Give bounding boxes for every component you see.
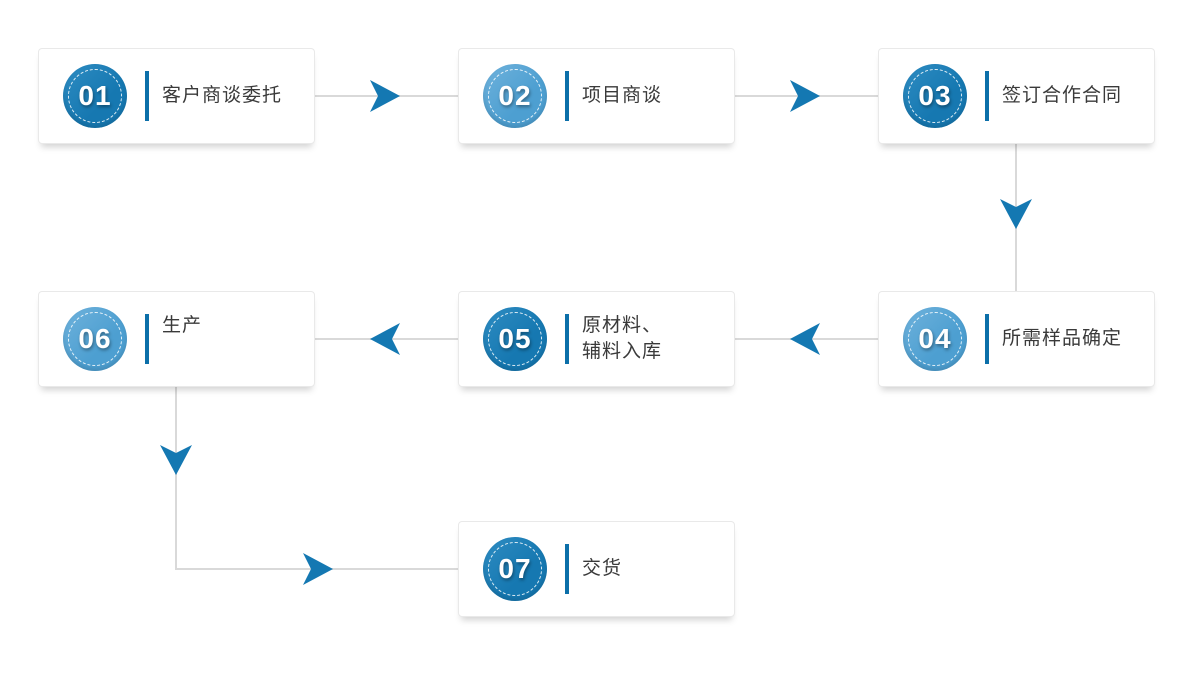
dashed-ring (488, 542, 542, 596)
flow-step-2: 02 项目商谈 (458, 48, 735, 144)
arrow-right-icon (790, 80, 820, 112)
connector-line-06-down (175, 387, 177, 569)
flow-step-1: 01 客户商谈委托 (38, 48, 315, 144)
dashed-ring (488, 69, 542, 123)
arrow-left-icon (370, 323, 400, 355)
step-number: 04 (918, 323, 952, 354)
step-number-badge: 01 (63, 64, 127, 128)
flow-step-5: 05 原材料、 辅料入库 (458, 291, 735, 387)
vertical-divider (985, 71, 989, 121)
vertical-divider (565, 71, 569, 121)
flow-step-4: 04 所需样品确定 (878, 291, 1155, 387)
dashed-ring (908, 312, 962, 366)
step-number: 01 (78, 80, 112, 111)
step-number-badge: 06 (63, 307, 127, 371)
vertical-divider (565, 314, 569, 364)
arrow-down-icon (160, 445, 192, 475)
step-label: 项目商谈 (582, 85, 663, 106)
arrow-right-icon (303, 553, 333, 585)
arrow-down-icon (1000, 199, 1032, 229)
step-label: 交货 (582, 558, 623, 579)
arrow-left-icon (790, 323, 820, 355)
dashed-ring (908, 69, 962, 123)
step-number-badge: 04 (903, 307, 967, 371)
step-number: 05 (498, 323, 532, 354)
step-number: 02 (498, 80, 532, 111)
vertical-divider (145, 314, 149, 364)
step-label: 所需样品确定 (1002, 328, 1123, 349)
flow-step-3: 03 签订合作合同 (878, 48, 1155, 144)
step-label: 生产 (162, 315, 203, 336)
vertical-divider (145, 71, 149, 121)
step-number: 07 (498, 553, 532, 584)
step-number-badge: 02 (483, 64, 547, 128)
dashed-ring (488, 312, 542, 366)
flow-step-6: 06 生产 (38, 291, 315, 387)
step-label: 签订合作合同 (1002, 85, 1123, 106)
arrow-right-icon (370, 80, 400, 112)
step-label: 原材料、 辅料入库 (582, 315, 663, 362)
dashed-ring (68, 312, 122, 366)
step-number: 03 (918, 80, 952, 111)
step-number: 06 (78, 323, 112, 354)
step-label: 客户商谈委托 (162, 85, 283, 106)
dashed-ring (68, 69, 122, 123)
step-number-badge: 07 (483, 537, 547, 601)
step-number-badge: 03 (903, 64, 967, 128)
flow-step-7: 07 交货 (458, 521, 735, 617)
vertical-divider (565, 544, 569, 594)
step-number-badge: 05 (483, 307, 547, 371)
vertical-divider (985, 314, 989, 364)
